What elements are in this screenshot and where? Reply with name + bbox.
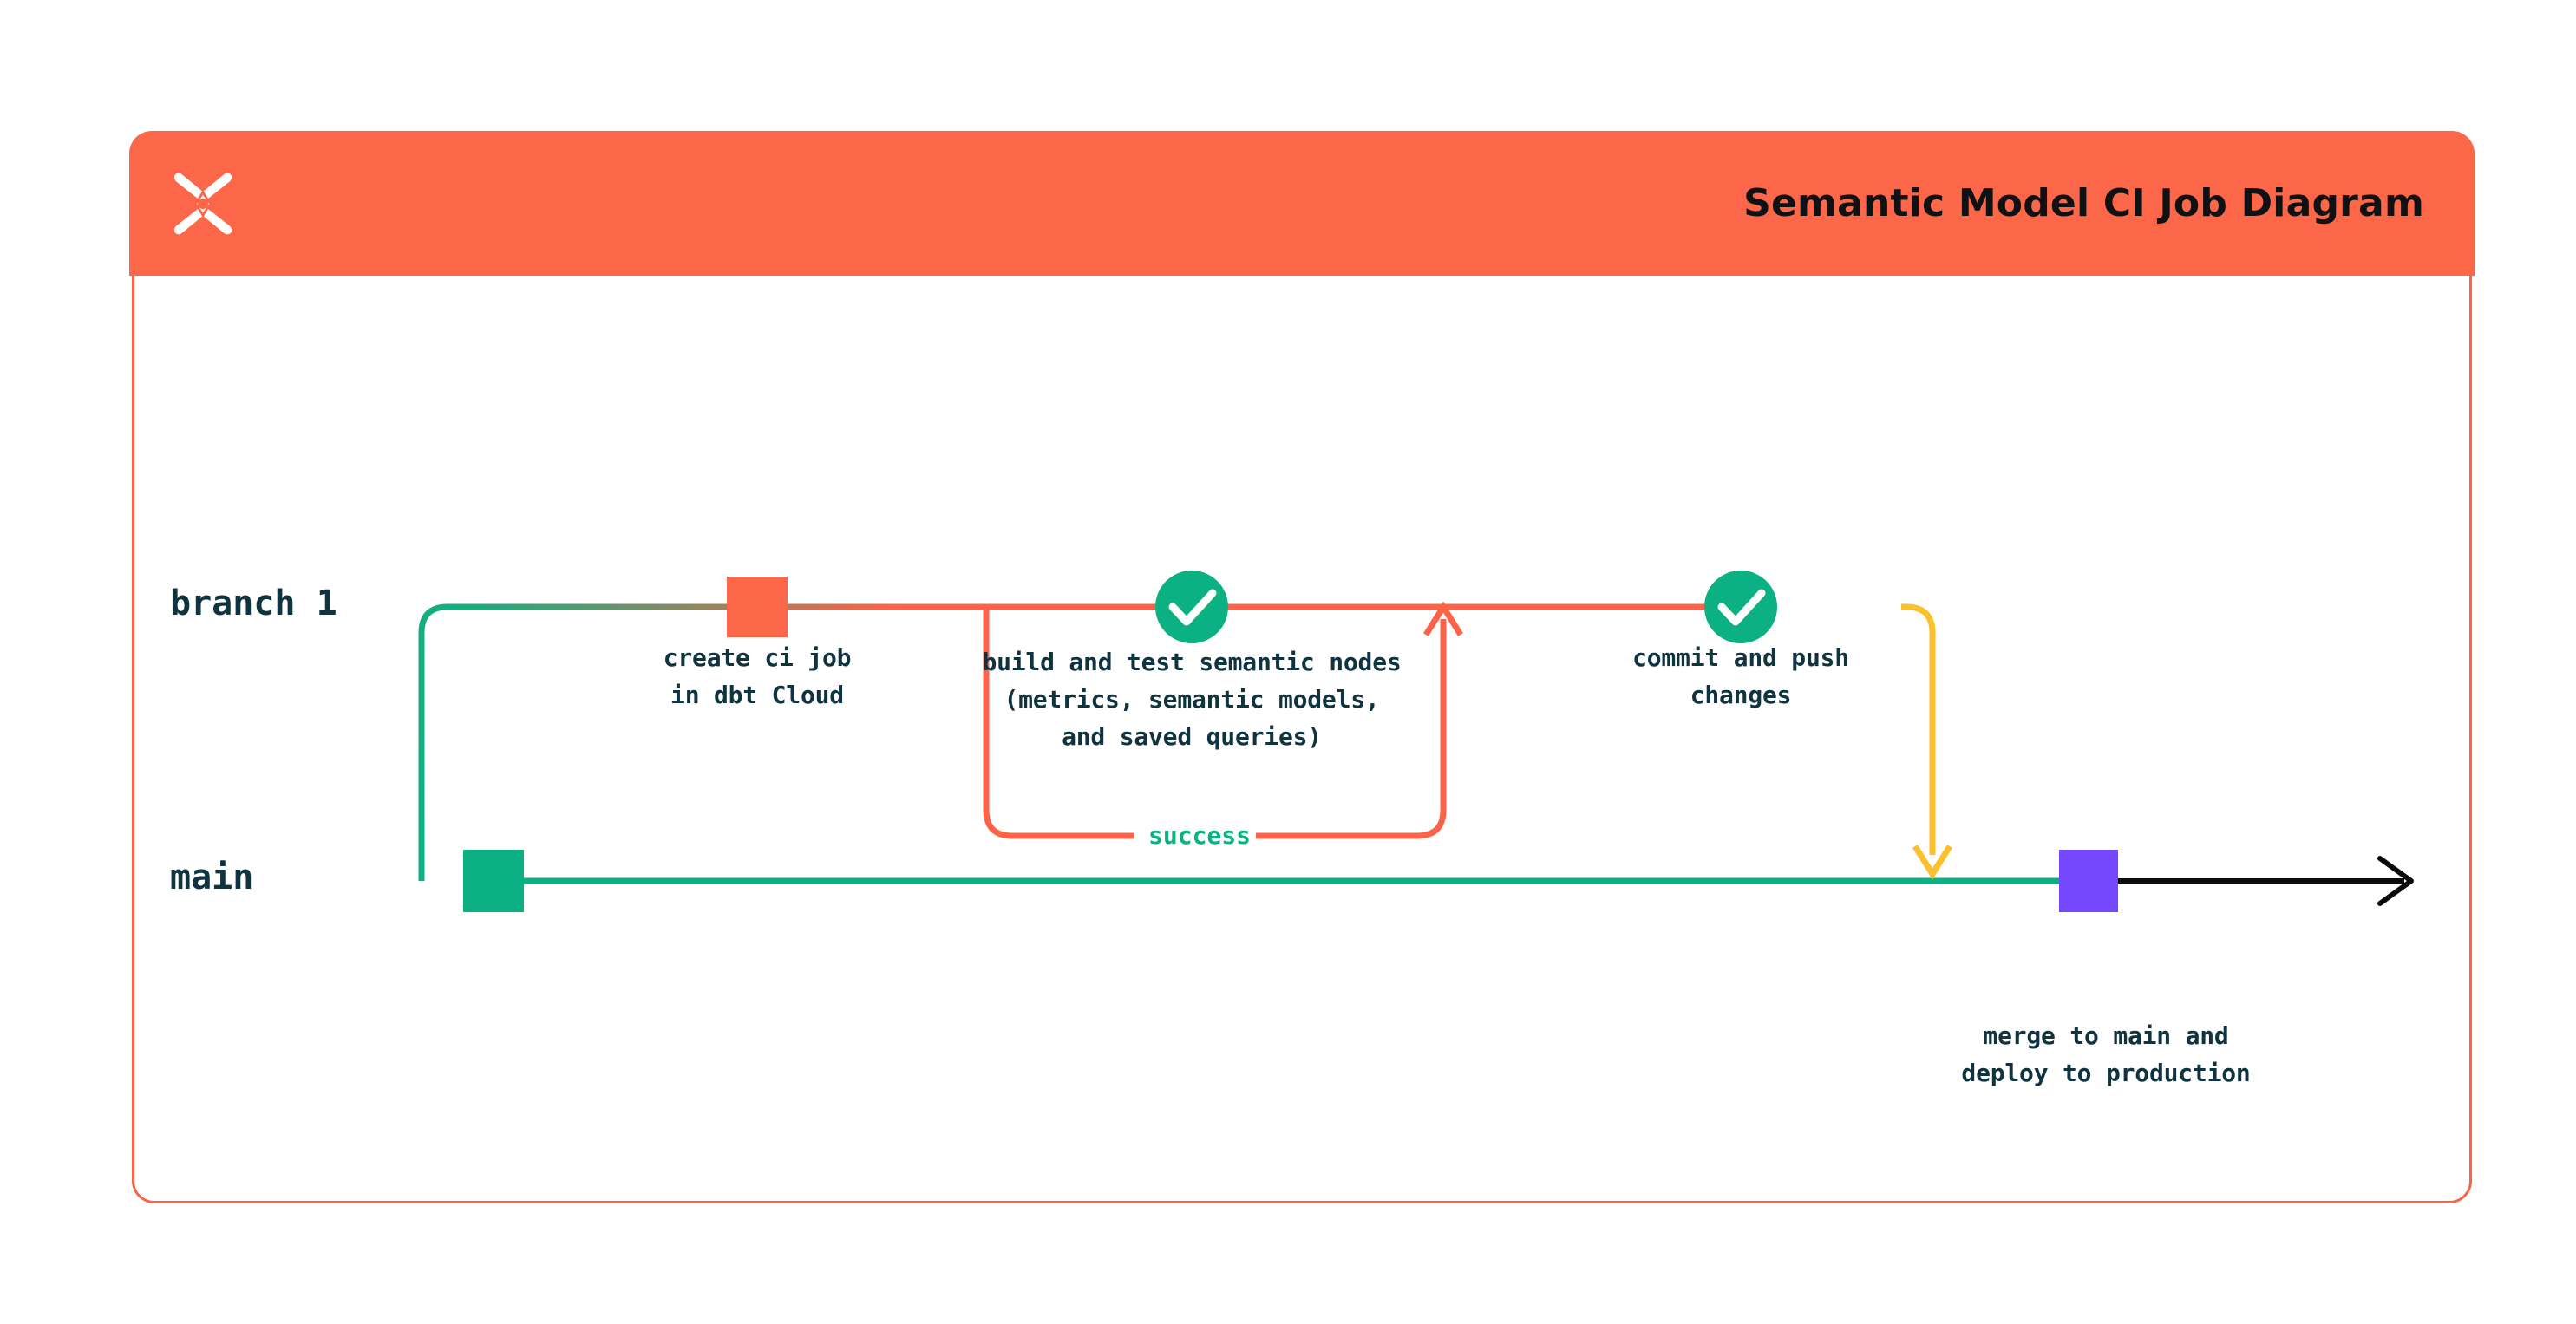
- node-caption-build-test-line2: (metrics, semantic models,: [1004, 685, 1380, 714]
- branch-out-edge: [418, 603, 895, 881]
- dbt-x-logo-icon: [166, 166, 240, 241]
- node-caption-merge-line1: merge to main and: [1983, 1021, 2229, 1050]
- node-caption-create-ci-job-line2: in dbt Cloud: [670, 681, 844, 709]
- main-continues-arrow: [2118, 856, 2414, 906]
- marker-commit-and-push[interactable]: [1704, 571, 1777, 643]
- page-title: Semantic Model CI Job Diagram: [1743, 181, 2424, 225]
- marker-merge-to-main[interactable]: [2059, 850, 2118, 912]
- check-icon: [1717, 589, 1766, 626]
- merge-down-edge: [1776, 603, 2059, 884]
- node-caption-merge-line2: deploy to production: [1961, 1059, 2251, 1087]
- diagram-card: [132, 134, 2472, 1203]
- check-icon: [1168, 589, 1217, 626]
- branch-label-main: main: [170, 858, 254, 897]
- marker-create-ci-job[interactable]: [727, 577, 788, 637]
- edge-label-success: success: [1148, 821, 1252, 850]
- branch-label-branch-1: branch 1: [170, 584, 337, 623]
- node-caption-commit-push-line1: commit and push: [1632, 643, 1849, 672]
- node-caption-build-test-line1: build and test semantic nodes: [982, 648, 1402, 676]
- node-caption-build-test-line3: and saved queries): [1062, 722, 1322, 751]
- success-loop-edge: [983, 601, 1463, 839]
- marker-build-and-test[interactable]: [1155, 571, 1228, 643]
- card-header: Semantic Model CI Job Diagram: [129, 131, 2475, 276]
- node-caption-create-ci-job-line1: create ci job: [663, 643, 852, 672]
- marker-main-start[interactable]: [463, 850, 524, 912]
- diagram-canvas: branch 1 main create ci job in dbt Cloud…: [132, 276, 2472, 1203]
- node-caption-commit-push-line2: changes: [1690, 681, 1792, 709]
